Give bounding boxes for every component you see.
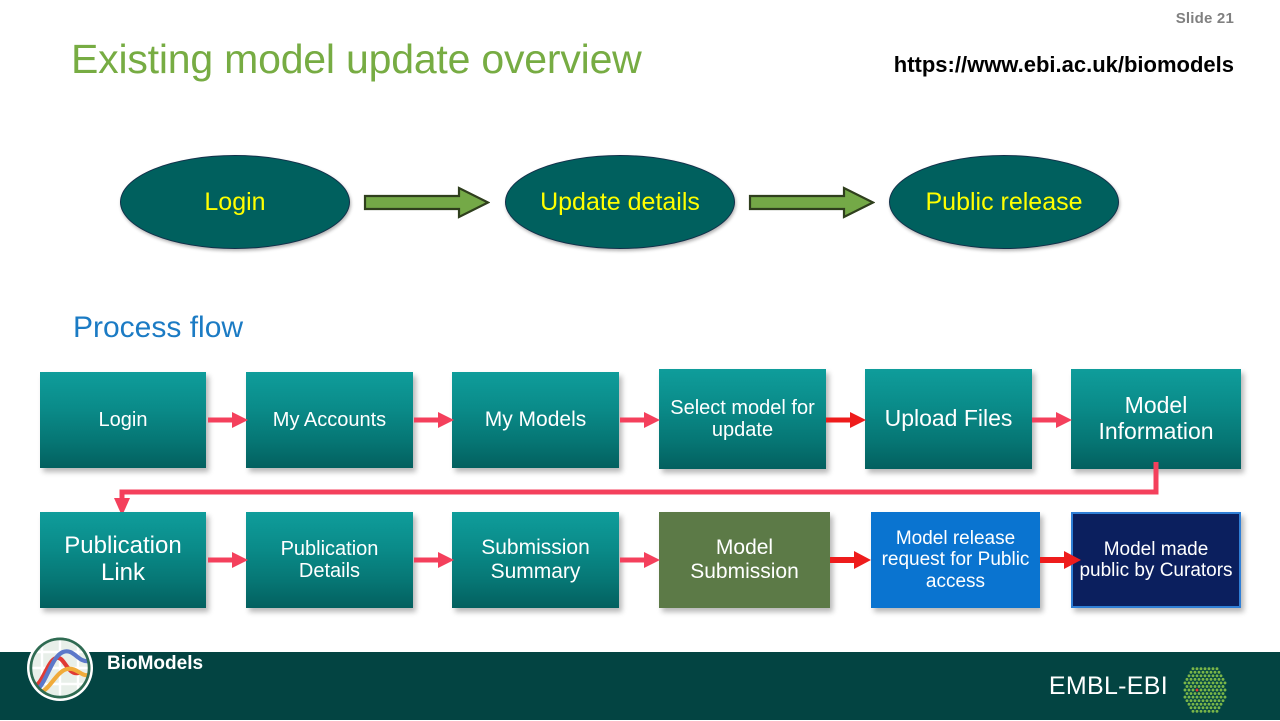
flow-arrow-right-icon xyxy=(618,408,662,432)
flow-step-label: Model release request for Public access xyxy=(881,528,1030,592)
overview-diagram: Login Update details Public release xyxy=(0,0,1280,280)
flow-arrow-right-icon xyxy=(618,548,662,572)
flow-step-my-models: My Models xyxy=(452,372,619,468)
overview-stage-login: Login xyxy=(120,155,350,249)
flow-step-label: Publication Link xyxy=(64,532,182,586)
overview-stage-label: Login xyxy=(204,187,266,216)
flow-arrow-right-icon xyxy=(412,408,456,432)
flow-step-label: Model Submission xyxy=(690,536,799,583)
flow-step-model-information: Model Information xyxy=(1071,369,1241,469)
flow-step-login: Login xyxy=(40,372,206,468)
embl-ebi-hex-dots-logo-icon xyxy=(1177,664,1233,716)
flow-step-publication-details: Publication Details xyxy=(246,512,413,608)
flow-step-label: Select model for update xyxy=(670,396,815,441)
flow-arrow-right-icon xyxy=(1038,548,1082,572)
flow-step-label: Login xyxy=(98,408,148,431)
flow-step-submission-summary: Submission Summary xyxy=(452,512,619,608)
flow-step-label: Model Information xyxy=(1098,392,1214,444)
flow-step-select-model-for-update: Select model for update xyxy=(659,369,826,469)
flow-arrow-right-icon xyxy=(206,548,250,572)
flow-step-model-release-request: Model release request for Public access xyxy=(871,512,1040,608)
flow-arrow-right-icon xyxy=(828,548,872,572)
overview-stage-update-details: Update details xyxy=(505,155,735,249)
flow-arrow-right-icon xyxy=(1030,408,1074,432)
flow-step-model-submission: Model Submission xyxy=(659,512,830,608)
flow-step-label: Upload Files xyxy=(884,405,1013,432)
flow-step-label: Submission Summary xyxy=(481,536,590,583)
flow-arrow-right-icon xyxy=(824,408,868,432)
overview-stage-label: Update details xyxy=(540,187,700,216)
flow-step-my-accounts: My Accounts xyxy=(246,372,413,468)
flow-arrow-right-icon xyxy=(412,548,456,572)
flow-step-label: Publication Details xyxy=(280,537,379,582)
flow-step-label: My Models xyxy=(484,408,587,432)
slide-number: Slide 21 xyxy=(1175,10,1234,27)
overview-stage-label: Public release xyxy=(925,187,1083,216)
flow-step-publication-link: Publication Link xyxy=(40,512,206,608)
biomodels-url: https://www.ebi.ac.uk/biomodels xyxy=(893,52,1234,77)
biomodels-globe-logo-icon xyxy=(23,631,97,705)
flow-arrow-right-icon xyxy=(206,408,250,432)
biomodels-label: BioModels xyxy=(107,653,204,674)
process-flow-heading: Process flow xyxy=(73,311,244,344)
embl-ebi-label: EMBL-EBI xyxy=(1048,672,1168,700)
flow-step-model-made-public: Model made public by Curators xyxy=(1071,512,1241,608)
flow-step-label: My Accounts xyxy=(272,408,387,431)
page-title: Existing model update overview xyxy=(71,36,642,82)
overview-stage-public-release: Public release xyxy=(889,155,1119,249)
footer-bar xyxy=(0,652,1280,720)
green-arrow-right-icon xyxy=(748,186,876,219)
flow-step-upload-files: Upload Files xyxy=(865,369,1032,469)
flow-step-label: Model made public by Curators xyxy=(1079,538,1233,581)
flow-wrap-connector-icon xyxy=(100,462,1180,518)
green-arrow-right-icon xyxy=(363,186,491,219)
